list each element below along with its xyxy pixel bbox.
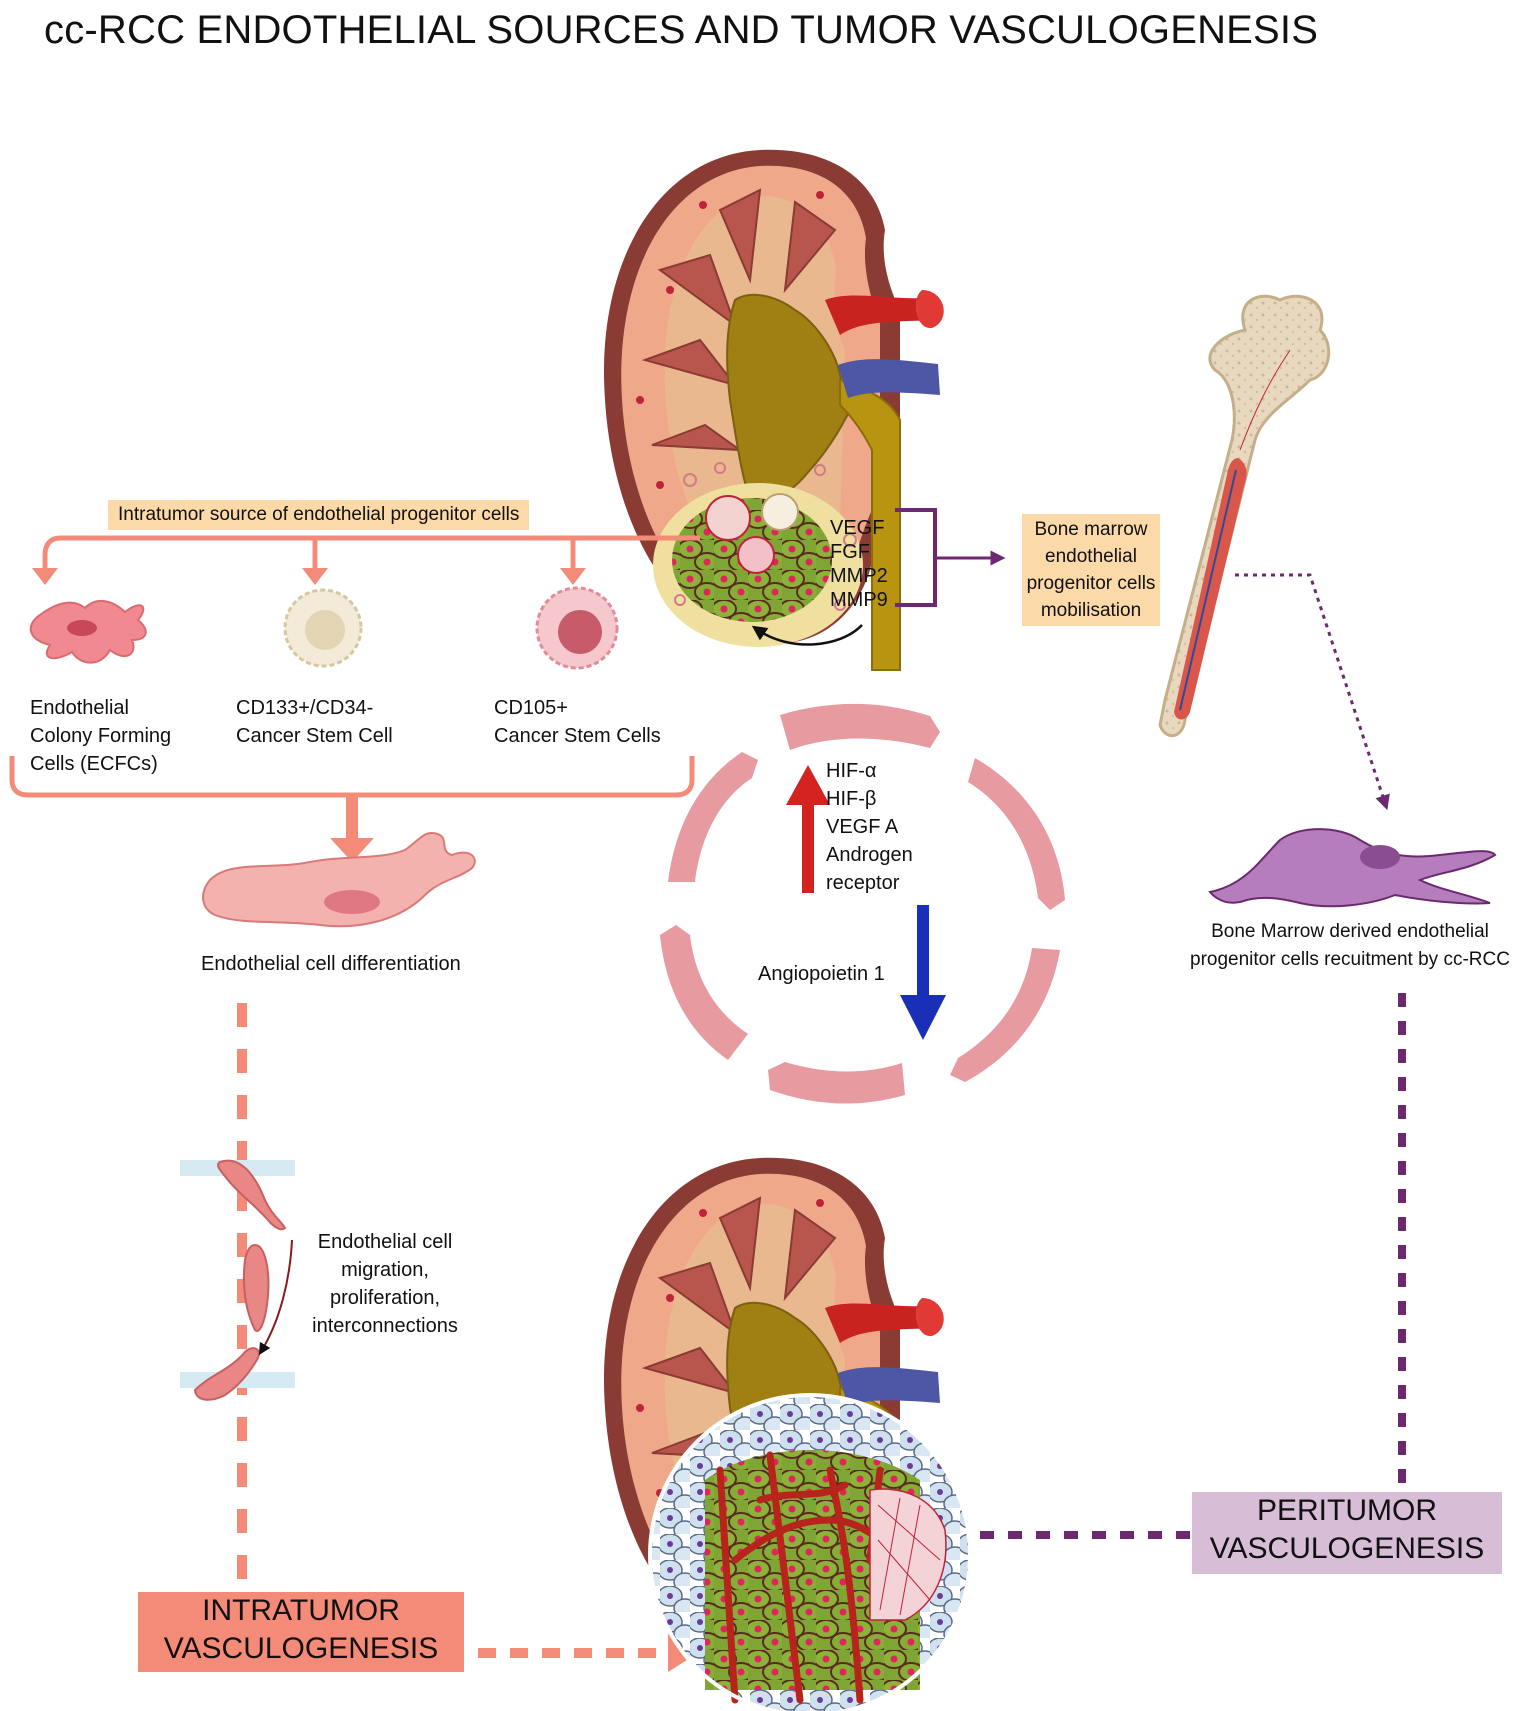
ecfc-label: Endothelial Colony Forming Cells (ECFCs) xyxy=(30,697,172,775)
bone-icon xyxy=(1158,294,1331,738)
vascularized-tumor-icon xyxy=(648,1393,972,1711)
differentiation-label: Endothelial cell differentiation xyxy=(201,953,461,975)
differentiation-arrow-head xyxy=(330,838,374,862)
recruitment-label: Bone Marrow derived endothelial progenit… xyxy=(1190,921,1510,970)
tumor-factors-list: VEGF FGF MMP2 MMP9 xyxy=(830,517,888,611)
intratumor-source-tag: Intratumor source of endothelial progeni… xyxy=(108,500,530,530)
endothelial-cell-icon xyxy=(202,831,476,928)
page-title: cc-RCC ENDOTHELIAL SOURCES AND TUMOR VAS… xyxy=(44,8,1319,52)
intratumor-source-branch xyxy=(42,535,700,570)
peritumor-vasculogenesis-box: PERITUMOR VASCULOGENESIS xyxy=(1192,1492,1502,1574)
bone-marrow-mobilisation-tag: Bone marrow endothelial progenitor cells… xyxy=(1022,514,1160,626)
down-regulated-label: Angiopoietin 1 xyxy=(758,963,885,985)
cd133-cancer-stem-cell-icon xyxy=(283,588,363,668)
bm-endothelial-progenitor-cell-icon xyxy=(1208,828,1497,908)
tumor-mass-icon xyxy=(653,462,863,647)
tumor-cycle-arrow xyxy=(751,624,863,646)
intratumor-vasculogenesis-box: INTRATUMOR VASCULOGENESIS xyxy=(138,1592,464,1672)
up-regulated-list: HIF-α HIF-β VEGF A Androgen receptor xyxy=(826,760,913,894)
down-regulation-arrow xyxy=(900,905,946,1040)
migration-illustration xyxy=(180,1159,295,1401)
cd133-label: CD133+/CD34- Cancer Stem Cell xyxy=(236,697,393,747)
cd105-cancer-stem-cell-icon xyxy=(535,586,619,670)
regulation-cycle xyxy=(660,703,1065,1104)
up-regulation-arrow xyxy=(786,765,830,893)
migration-label: Endothelial cell migration, proliferatio… xyxy=(312,1231,458,1337)
ecfc-cell-icon xyxy=(29,600,147,664)
cd105-label: CD105+ Cancer Stem Cells xyxy=(494,697,661,747)
recruitment-dotted-arrow xyxy=(1235,573,1390,811)
